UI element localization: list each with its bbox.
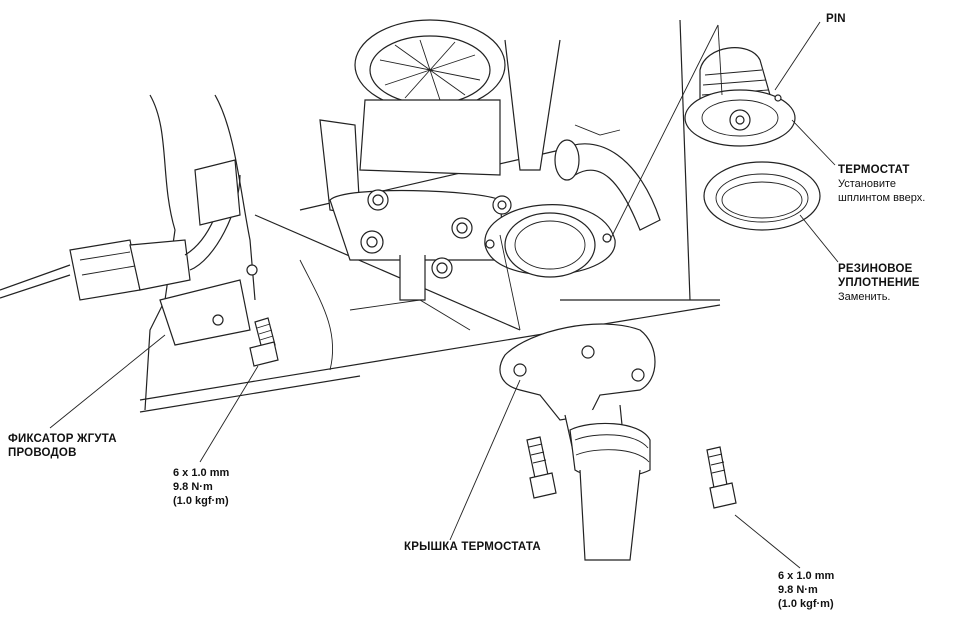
harness-clip-line2: ПРОВОДОВ [8,447,77,459]
pin-text: PIN [826,13,846,25]
left-bolt-spec: 6 x 1.0 mm 9.8 N·m (1.0 kgf·m) [173,466,229,508]
rubber-seal-title-line2: УПЛОТНЕНИЕ [838,277,920,289]
thermostat-cover [499,323,656,561]
rubber-seal-label: РЕЗИНОВОЕ УПЛОТНЕНИЕ Заменить. [838,262,920,304]
coolant-housing [319,19,561,301]
upper-hose [554,124,661,231]
left-bolt-size: 6 x 1.0 mm [173,467,230,479]
thermostat-title: ТЕРМОСТАТ [838,164,910,176]
harness-clip-label: ФИКСАТОР ЖГУТА ПРОВОДОВ [8,432,117,460]
left-bolt [249,317,279,367]
right-bolt-torque-kgf: (1.0 kgf·m) [778,598,834,610]
left-bolt-torque-kgf: (1.0 kgf·m) [173,495,229,507]
right-bolt-torque-nm: 9.8 N·m [778,584,818,596]
rubber-seal-part [703,161,821,231]
pin-label: PIN [826,12,846,26]
thermostat-note-line1: Установите [838,178,896,190]
rubber-seal-note: Заменить. [838,291,891,303]
left-bolt-torque-nm: 9.8 N·m [173,481,213,493]
lower-bolts [526,436,737,509]
thermostat-note-line2: шплинтом вверх. [838,192,926,204]
harness-clip-line1: ФИКСАТОР ЖГУТА [8,433,117,445]
thermostat-label: ТЕРМОСТАТ Установите шплинтом вверх. [838,163,925,205]
leader-lines [49,21,839,569]
right-bolt-size: 6 x 1.0 mm [778,570,835,582]
rubber-seal-title-line1: РЕЗИНОВОЕ [838,263,913,275]
explode-lines [499,24,723,331]
thermostat-cover-label: КРЫШКА ТЕРМОСТАТА [404,540,541,554]
right-bolt-spec: 6 x 1.0 mm 9.8 N·m (1.0 kgf·m) [778,569,834,611]
thermostat-part [684,47,796,147]
thermostat-seat [484,204,616,278]
thermostat-cover-text: КРЫШКА ТЕРМОСТАТА [404,541,541,553]
harness-connector [0,159,258,346]
